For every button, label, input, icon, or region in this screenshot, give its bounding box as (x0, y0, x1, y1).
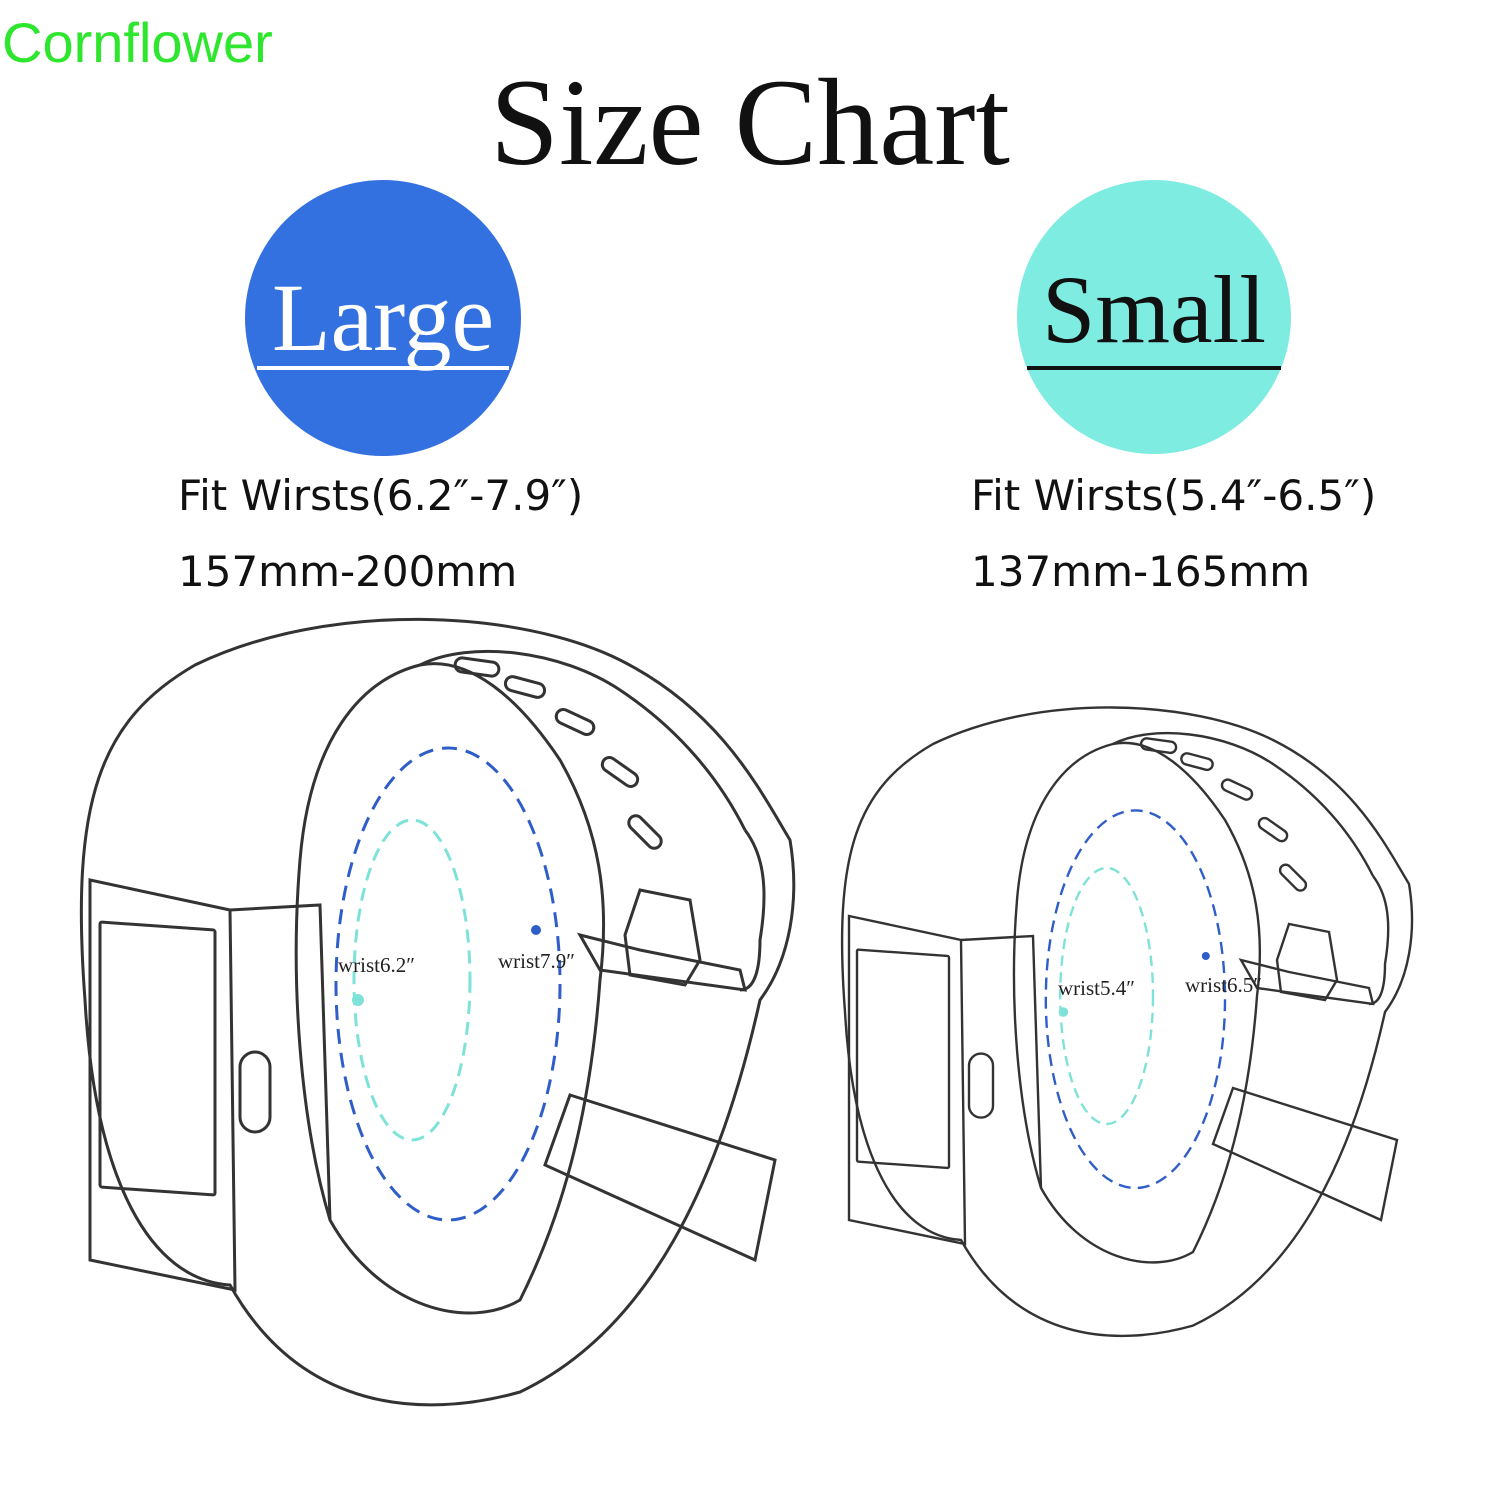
fit-range-small: Fit Wirsts(5.4″-6.5″) (971, 471, 1377, 520)
fit-range-large: Fit Wirsts(6.2″-7.9″) (178, 471, 584, 520)
page-title: Size Chart (490, 54, 1010, 191)
size-badge-large: Large (245, 180, 521, 456)
badge-underline-large (257, 366, 509, 370)
brand-name: Cornflower (2, 11, 273, 74)
size-name-large: Large (271, 264, 495, 371)
outer-wrist-label-large: wrist7.9″ (498, 949, 575, 973)
size-name-small: Small (1041, 256, 1266, 363)
inner-wrist-label-small: wrist5.4″ (1058, 976, 1135, 1000)
size-badge-small: Small (1017, 180, 1291, 454)
badge-underline-small (1027, 366, 1281, 370)
outer-wrist-label-small: wrist6.5″ (1185, 973, 1262, 997)
mm-range-large: 157mm-200mm (178, 547, 518, 596)
mm-range-small: 137mm-165mm (971, 547, 1311, 596)
inner-wrist-label-large: wrist6.2″ (338, 953, 415, 977)
